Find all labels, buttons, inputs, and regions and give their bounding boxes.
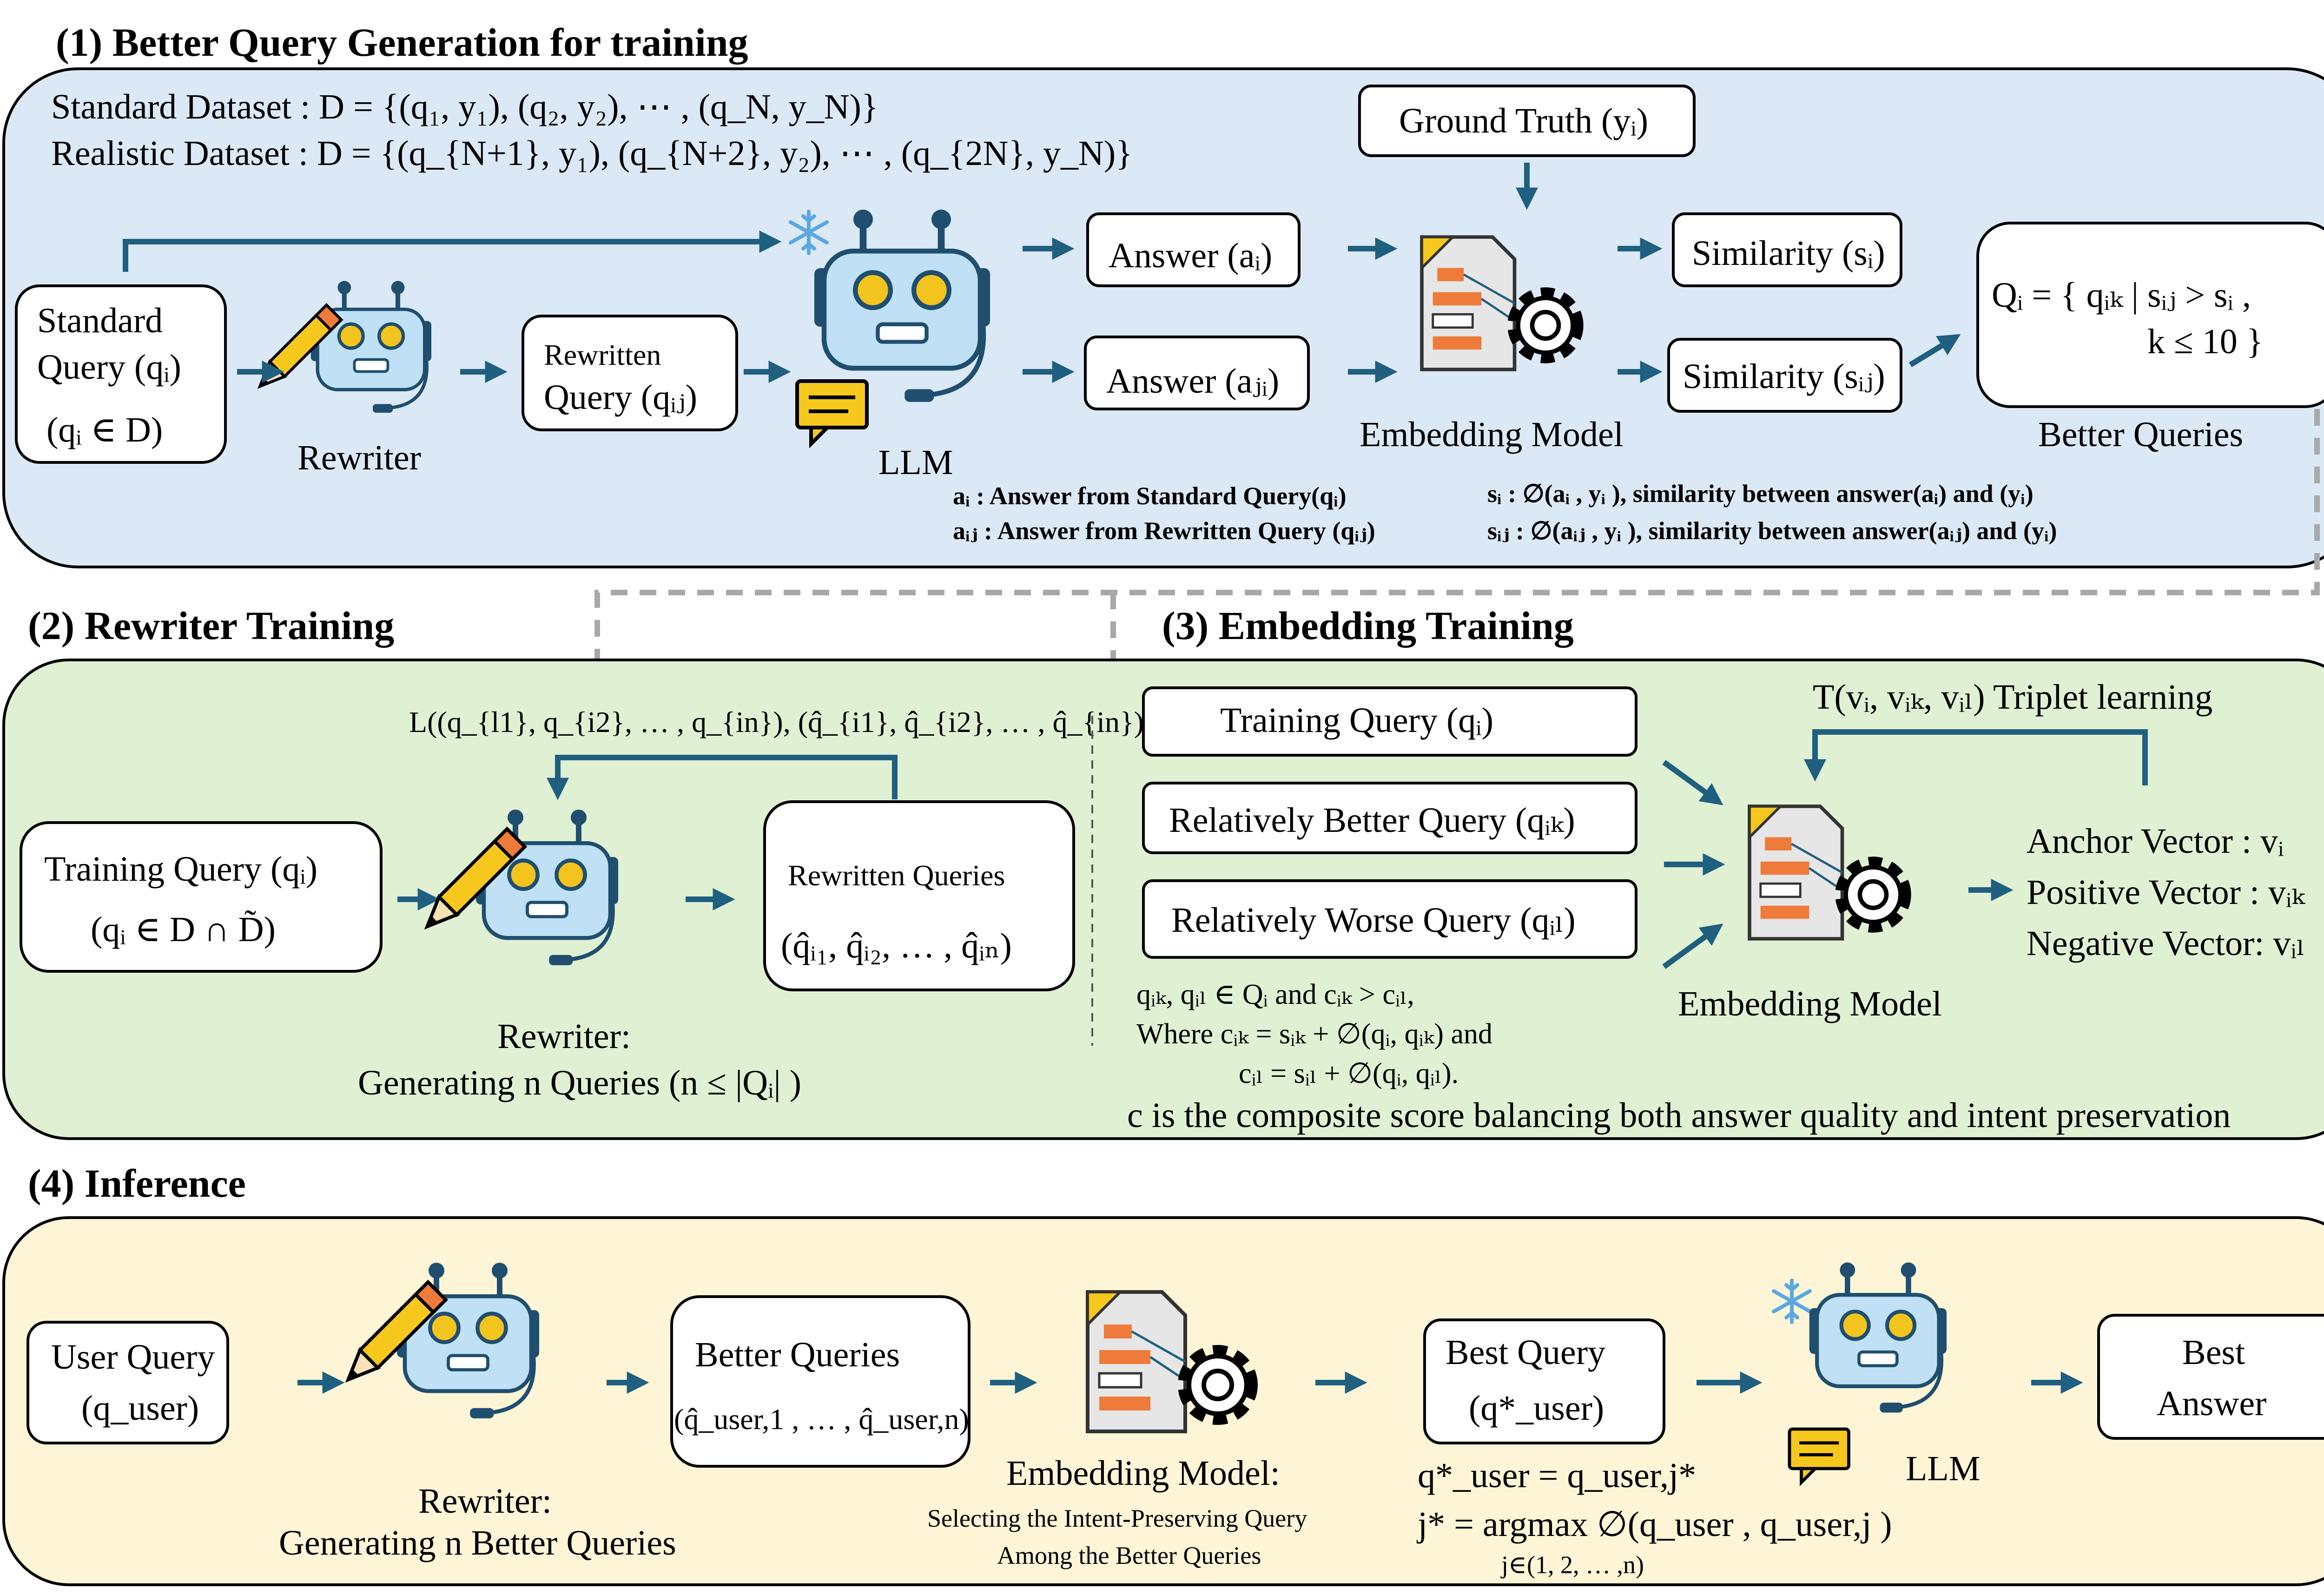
best-answer-line2: Answer [2157,1384,2266,1423]
arrow [1908,334,1961,368]
inference-embedding-line1: Embedding Model: [1006,1454,1280,1493]
rewriter-training-line2: Generating n Queries (n ≤ |Qᵢ| ) [358,1063,801,1102]
answer-i-box [1086,212,1301,287]
arrow [1662,923,1723,969]
worse-query-box [1142,879,1637,959]
standard-query-box [15,284,227,464]
standard-query-line2: Query (qᵢ) [37,348,181,387]
positive-vector: Positive Vector : vᵢₖ [2027,873,2305,912]
standard-query-line1: Standard [37,301,163,340]
note-a-i: aᵢ : Answer from Standard Query(qᵢ) [953,482,1347,510]
better-queries-label: Better Queries [2038,415,2243,454]
similarity-ij-box [1667,338,1902,413]
user-query-line2: (q_user) [81,1389,199,1428]
best-formula-1: q*_user = q_user,j* [1418,1456,1696,1495]
inference-better-line1: Better Queries [695,1335,900,1374]
rewritten-query-line1: Rewritten [544,338,661,371]
condition-line2: Where cᵢₖ = sᵢₖ + ∅(qᵢ, qᵢₖ) and [1136,1018,1492,1050]
rewriter-training-line1: Rewriter: [497,1017,631,1056]
best-query-line2: (q*_user) [1469,1389,1604,1428]
triplet-text: T(vᵢ, vᵢₖ, vᵢₗ) Triplet learning [1813,678,2212,717]
note-s-i: sᵢ : ∅(aᵢ , yᵢ ), similarity between ans… [1487,480,2034,508]
better-queries-box [1976,222,2324,408]
better-query-box [1142,782,1637,854]
best-answer-box [2097,1314,2324,1440]
training-query-line1: Training Query (qᵢ) [44,850,317,889]
section-4-title: (4) Inference [28,1161,246,1206]
emb-training-embedding-label: Embedding Model [1678,984,1942,1023]
emb-training-query-box [1142,686,1637,757]
section-3-title: (3) Embedding Training [1162,603,1574,648]
inference-better-line2: (q̂_user,1 , … , q̂_user,n) [674,1403,969,1436]
rewritten-queries-box [763,800,1075,991]
ground-truth-box [1358,85,1696,157]
best-answer-line1: Best [2182,1333,2245,1372]
condition-line1: qᵢₖ, qᵢₗ ∈ Qᵢ and cᵢₖ > cᵢₗ, [1136,979,1414,1010]
better-queries-formula-2: k ≤ 10 } [2147,322,2263,361]
standard-query-line3: (qᵢ ∈ D) [46,410,163,449]
worse-query-text: Relatively Worse Query (qᵢₗ) [1171,901,1576,940]
inference-better-queries-box [670,1295,971,1468]
inference-llm-label: LLM [1906,1449,1980,1488]
loss-formula: L((q_{l1}, q_{i2}, … , q_{in}), (q̂_{i1}… [409,705,1235,738]
standard-dataset-text: Standard Dataset : D = {(q₁, y₁), (q₂, y… [51,87,878,126]
answer-i-text: Answer (aᵢ) [1109,236,1272,275]
similarity-i-box [1672,212,1902,287]
better-query-text: Relatively Better Query (qᵢₖ) [1169,801,1575,840]
best-formula-2: j* = argmax ∅(q_user , q_user,j ) [1416,1505,1892,1544]
feedback-arrow [547,755,898,800]
inference-embedding-line3: Among the Better Queries [997,1542,1261,1569]
inference-embedding-line2: Selecting the Intent-Preserving Query [927,1504,1307,1532]
best-query-line1: Best Query [1446,1333,1605,1372]
bypass-arrow [123,231,782,272]
emb-training-query-text: Training Query (qᵢ) [1220,701,1493,740]
rewriter-label: Rewriter [297,438,421,477]
rewritten-queries-line1: Rewritten Queries [788,859,1005,892]
ground-truth-text: Ground Truth (yᵢ) [1399,101,1648,140]
section-1-title: (1) Better Query Generation for training [56,20,748,65]
similarity-i-text: Similarity (sᵢ) [1692,234,1885,273]
composite-score-text: c is the composite score balancing both … [1127,1096,2231,1135]
rewritten-query-line2: Query (qᵢⱼ) [544,378,697,417]
similarity-ij-text: Similarity (sᵢⱼ) [1683,357,1885,396]
answer-ji-box [1084,336,1310,410]
note-a-ij: aᵢⱼ : Answer from Rewritten Query (qᵢⱼ) [953,517,1375,545]
best-formula-3: j∈(1, 2, … ,n) [1500,1551,1644,1579]
best-query-box [1423,1318,1665,1444]
user-query-line1: User Query [51,1338,215,1377]
embedding-model-label: Embedding Model [1360,415,1624,454]
training-query-line2: (qᵢ ∈ D ∩ D̃) [91,910,276,949]
arrow [1662,760,1723,805]
condition-line3: cᵢₗ = sᵢₗ + ∅(qᵢ, qᵢₗ). [1239,1058,1459,1089]
section-2-title: (2) Rewriter Training [28,603,394,648]
rewritten-queries-line2: (q̂ᵢ₁, q̂ᵢ₂, … , q̂ᵢₙ) [781,926,1012,965]
inference-rewriter-line1: Rewriter: [418,1482,552,1521]
negative-vector: Negative Vector: vᵢₗ [2027,924,2305,963]
rewritten-query-box [522,315,738,431]
inference-rewriter-line2: Generating n Better Queries [279,1523,676,1562]
anchor-vector: Anchor Vector : vᵢ [2027,822,2284,861]
training-query-box [20,821,383,973]
answer-ji-text: Answer (aⱼᵢ) [1106,362,1279,401]
user-query-box [26,1321,229,1444]
better-queries-formula-1: Qᵢ = { qᵢₖ | sᵢⱼ > sᵢ , [1992,276,2251,315]
dashed-connector-rewriter [586,409,2320,698]
triplet-feedback-arrow [1804,729,2148,785]
realistic-dataset-text: Realistic Dataset : D = {(q_{N+1}, y₁), … [51,134,1133,173]
llm-label: LLM [878,443,953,482]
panel-1 [2,67,2324,568]
note-s-ij: sᵢⱼ : ∅(aᵢⱼ , yᵢ ), similarity between a… [1487,517,2057,545]
